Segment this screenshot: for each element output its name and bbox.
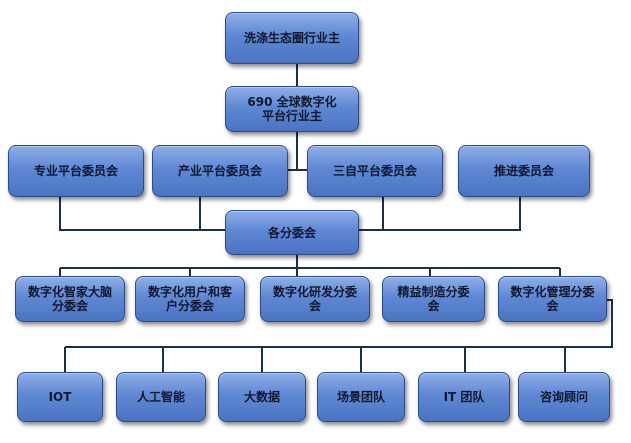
node-committee-self-three-label: 三自平台委员会 <box>332 164 417 178</box>
node-platform-owner-label: 690 全球数字化平台行业主 <box>247 95 337 123</box>
node-team-consulting-label: 咨询顾问 <box>539 390 588 404</box>
node-committee-industry: 产业平台委员会 <box>152 145 288 197</box>
node-sub-lean-mfg: 精益制造分委会 <box>382 276 485 322</box>
node-platform-owner: 690 全球数字化平台行业主 <box>225 86 359 132</box>
node-team-iot-label: IOT <box>48 390 72 404</box>
node-team-iot: IOT <box>17 372 103 422</box>
node-sub-rnd: 数字化研发分委会 <box>260 276 370 322</box>
node-team-it-label: IT 团队 <box>443 390 485 404</box>
node-committee-self-three: 三自平台委员会 <box>307 145 443 197</box>
node-subcommittees-hub-label: 各分委会 <box>267 225 316 240</box>
node-committee-professional: 专业平台委员会 <box>8 145 144 197</box>
node-sub-smart-home: 数字化智家大脑分委会 <box>15 276 125 322</box>
node-sub-management: 数字化管理分委会 <box>498 276 607 322</box>
node-sub-smart-home-label: 数字化智家大脑分委会 <box>27 285 112 313</box>
node-owner-label: 洗涤生态圈行业主 <box>243 31 340 45</box>
node-team-big-data-label: 大数据 <box>243 390 280 404</box>
node-team-ai-label: 人工智能 <box>136 390 185 404</box>
node-team-scenario: 场景团队 <box>317 372 405 422</box>
node-sub-lean-mfg-label: 精益制造分委会 <box>397 285 470 313</box>
connector-management-to-teams <box>65 299 613 348</box>
node-sub-rnd-label: 数字化研发分委会 <box>272 285 357 313</box>
node-team-it: IT 团队 <box>418 372 510 422</box>
node-team-consulting: 咨询顾问 <box>518 372 610 422</box>
node-subcommittees-hub: 各分委会 <box>225 210 359 255</box>
node-committee-promotion: 推进委员会 <box>458 145 590 197</box>
node-sub-user-customer: 数字化用户和客户分委会 <box>135 276 245 322</box>
node-committee-industry-label: 产业平台委员会 <box>177 164 262 178</box>
node-committee-professional-label: 专业平台委员会 <box>33 164 118 178</box>
node-sub-management-label: 数字化管理分委会 <box>510 285 595 313</box>
node-team-big-data: 大数据 <box>218 372 306 422</box>
node-sub-user-customer-label: 数字化用户和客户分委会 <box>147 285 232 313</box>
node-committee-promotion-label: 推进委员会 <box>493 164 554 178</box>
node-team-ai: 人工智能 <box>116 372 206 422</box>
node-owner: 洗涤生态圈行业主 <box>225 12 359 64</box>
node-team-scenario-label: 场景团队 <box>336 390 385 404</box>
